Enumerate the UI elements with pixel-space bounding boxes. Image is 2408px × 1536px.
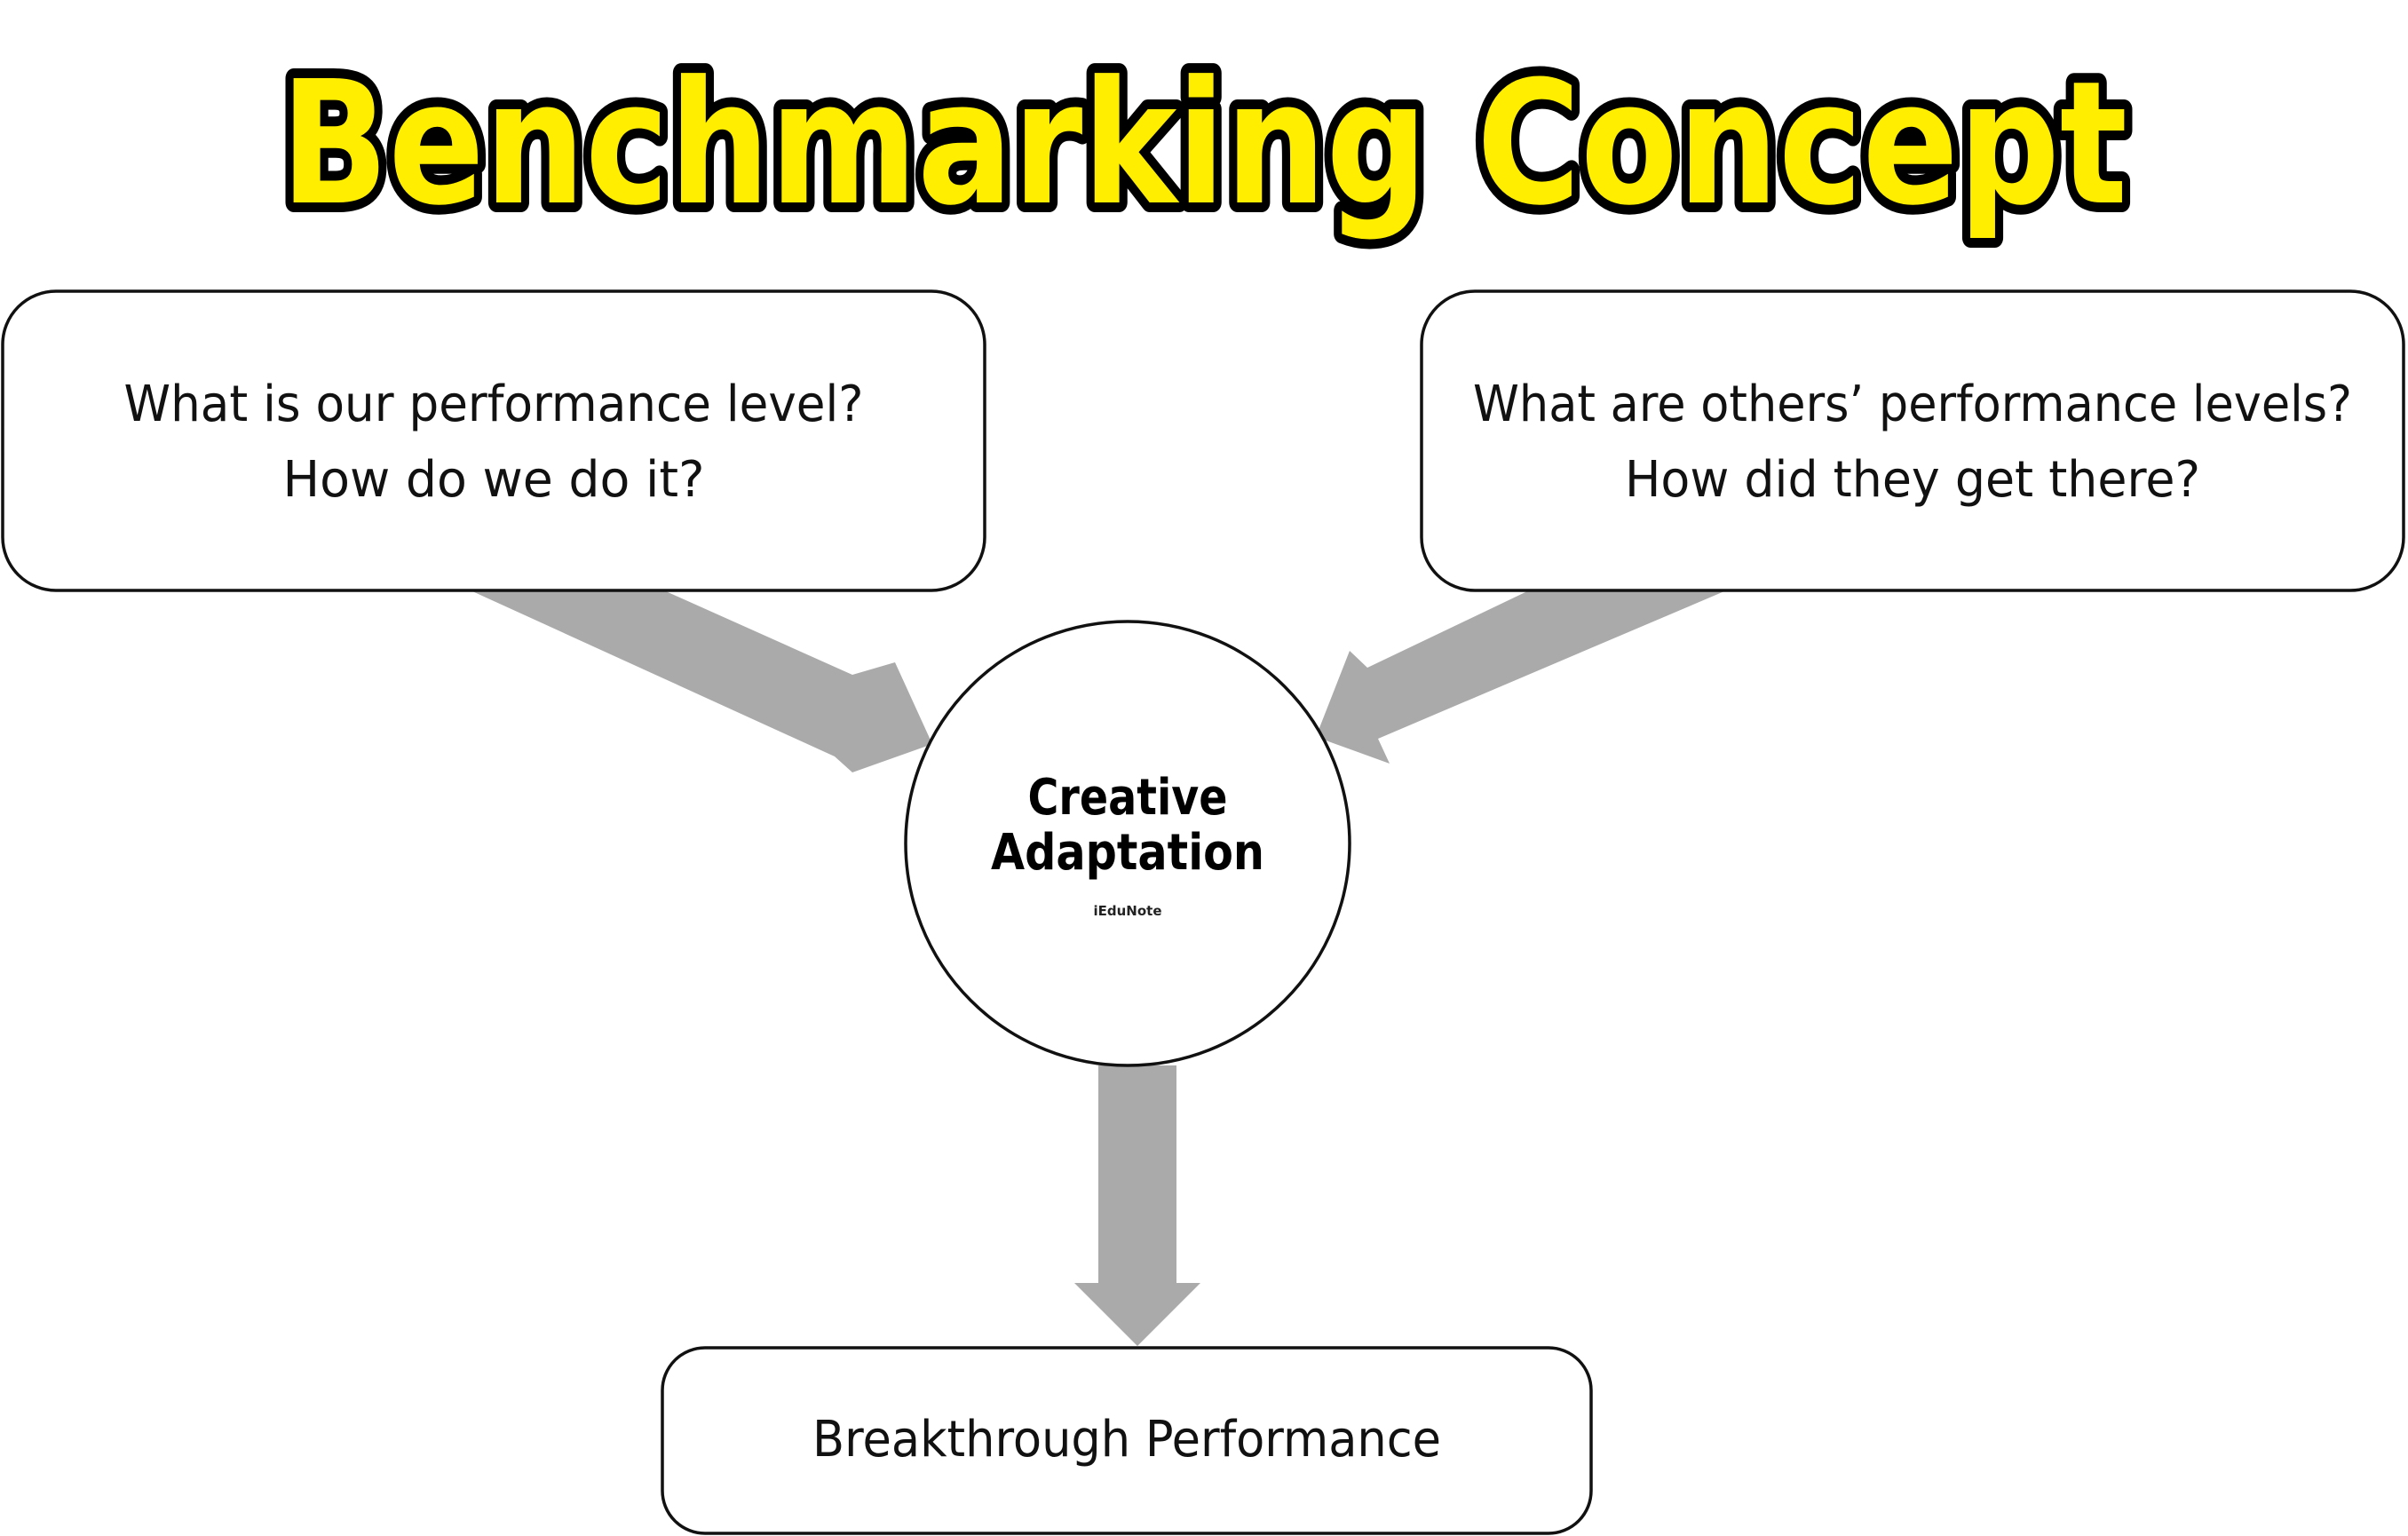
circle-line2: Adaptation	[991, 824, 1264, 882]
circle-line1: Creative	[1028, 769, 1228, 827]
box-our-performance-line2: How do we do it?	[283, 451, 705, 509]
box-others-performance-line1: What are others’ performance levels?	[1473, 376, 2352, 433]
circle-creative-adaptation: Creative Adaptation iEduNote	[904, 620, 1351, 1067]
arrow-right-to-center	[1316, 591, 1724, 764]
arrow-center-to-bottom	[1074, 1065, 1200, 1346]
box-our-performance-line1: What is our performance level?	[124, 376, 864, 433]
box-breakthrough-performance-label: Breakthrough Performance	[812, 1411, 1441, 1469]
watermark-ieduNote: iEduNote	[1093, 903, 1161, 919]
arrow-left-to-center	[472, 591, 932, 772]
box-others-performance-line2: How did they get there?	[1625, 451, 2200, 509]
box-breakthrough-performance: Breakthrough Performance	[661, 1346, 1593, 1535]
box-others-performance: What are others’ performance levels? How…	[1420, 289, 2405, 592]
page-title: Benchmarking Concept	[281, 45, 2127, 243]
box-our-performance: What is our performance level? How do we…	[1, 289, 986, 592]
